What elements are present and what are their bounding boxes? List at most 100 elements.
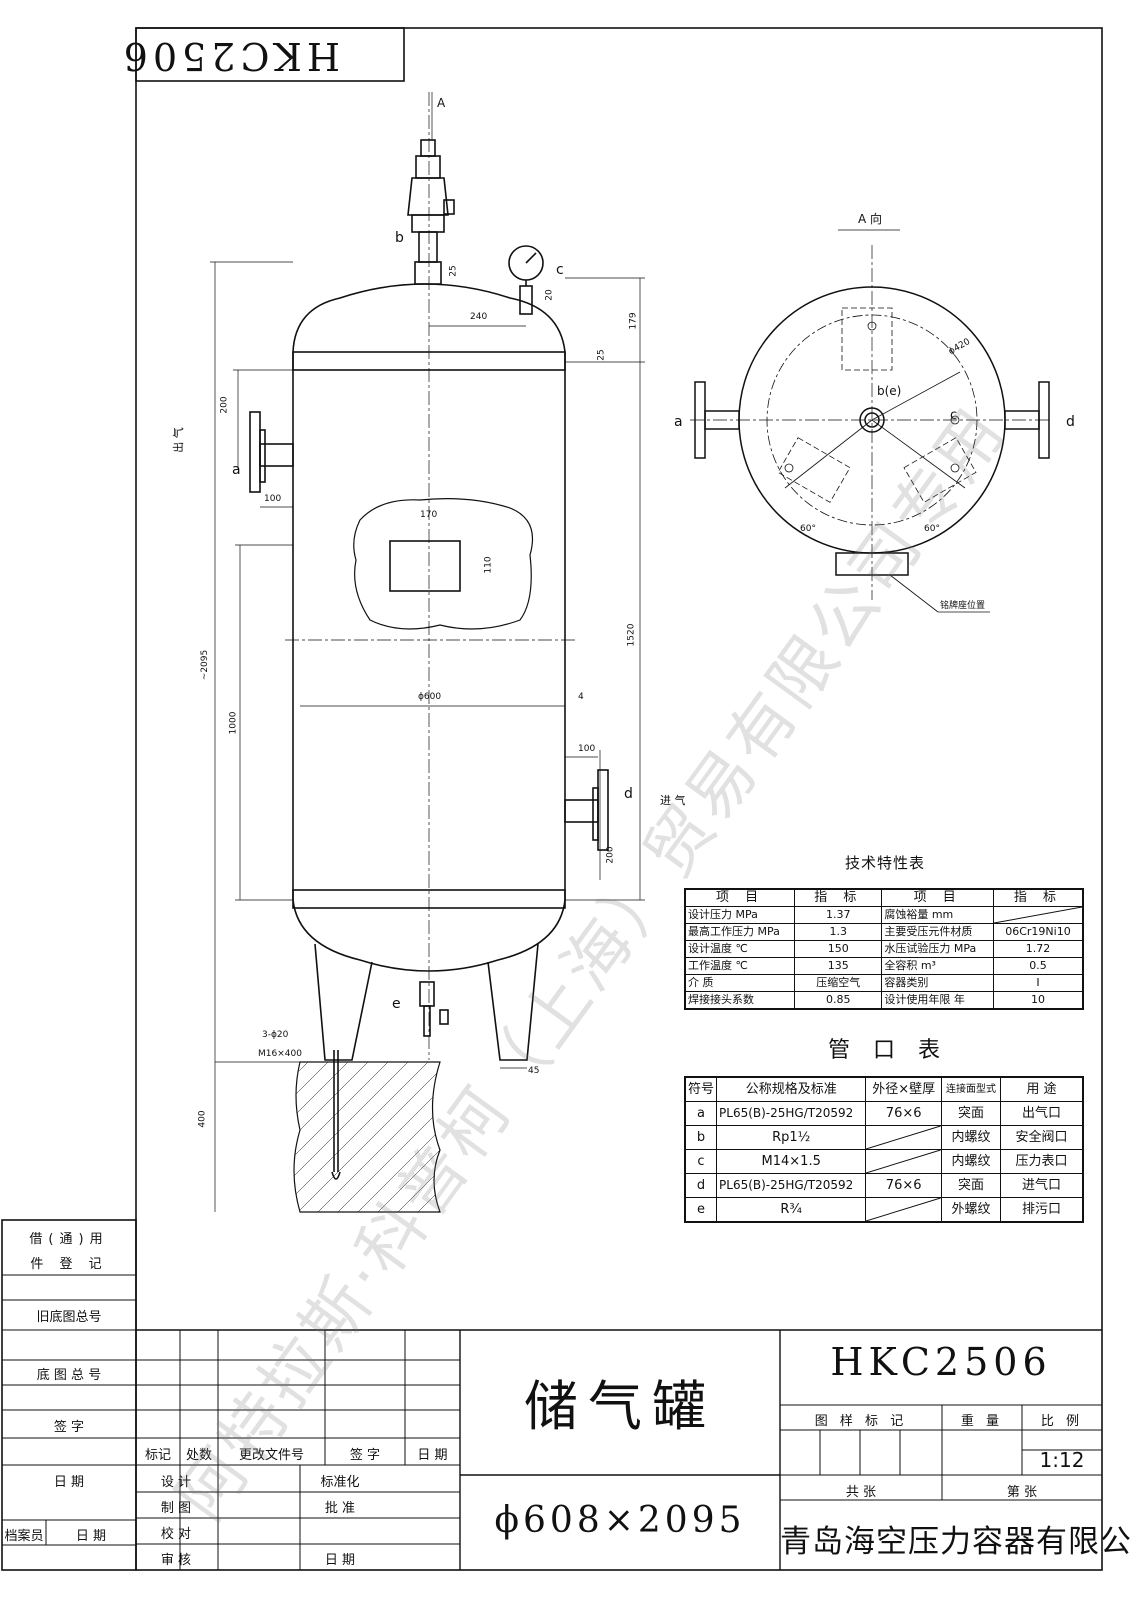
dim-25b: 25 [596,349,607,361]
table-row: 介 质 压缩空气 容器类别 I [684,974,1084,992]
table-row: 工作温度 ℃ 135 全容积 m³ 0.5 [684,957,1084,975]
pipe-cell: c [684,1149,718,1174]
pipe-cell: a [684,1101,718,1126]
tech-cell: 10 [992,991,1084,1010]
tb-approve: 批 准 [324,1501,356,1516]
register-archivist-date: 日 期 [75,1529,107,1544]
tb-date: 日 期 [324,1553,356,1568]
tech-cell: 150 [794,940,883,958]
dim-25a: 25 [448,265,459,277]
tb-total-sheets: 共 张 [845,1485,877,1500]
tech-cell: 腐蚀裕量 mm [881,906,994,924]
pipe-cell: PL65(B)-25HG/T20592 [716,1173,867,1198]
top-number-box [135,27,405,82]
anchor-spec-2: M16×400 [258,1049,302,1059]
pipe-cell: 安全阀口 [1000,1125,1084,1150]
tech-cell: 全容积 m³ [881,957,994,975]
view-a-label: A 向 [858,212,883,226]
register-archivist: 档案员 [4,1529,44,1544]
nozzle-d-letter: d [624,786,633,802]
nozzle-a-letter: a [232,462,241,478]
pipe-cell: 压力表口 [1000,1149,1084,1174]
pipe-table-header: 符号 公称规格及标准 外径×壁厚 连接面型式 用 途 [684,1076,1084,1102]
rev-col-doc: 更改文件号 [238,1448,304,1463]
outlet-label: 出 气 [171,427,185,453]
rev-col-date: 日 期 [417,1448,448,1463]
tech-header-value1: 指 标 [794,888,883,907]
inlet-label: 进 气 [660,794,686,807]
view-nozzle-a-letter: a [674,414,683,430]
tech-cell: 设计压力 MPa [684,906,796,924]
rev-col-sign: 签 字 [349,1448,381,1463]
table-row: a PL65(B)-25HG/T20592 76×6 突面 出气口 [684,1101,1084,1126]
dim-1000: 1000 [228,711,239,735]
pipe-cell-slash [865,1125,942,1150]
register-sign: 签 字 [53,1420,85,1435]
pipe-cell: d [684,1173,718,1198]
register-old-drawing-no: 旧底图总号 [36,1310,102,1325]
pipe-cell: e [684,1197,718,1223]
tech-cell: 1.3 [794,923,883,941]
tech-header-item1: 项 目 [684,888,796,907]
pipe-cell: 出气口 [1000,1101,1084,1126]
pipe-cell: 内螺纹 [940,1149,1002,1174]
tech-cell: 设计使用年限 年 [881,991,994,1010]
view-nozzle-be-letter: b(e) [877,384,902,398]
table-row: c M14×1.5 内螺纹 压力表口 [684,1149,1084,1174]
tech-cell: 主要受压元件材质 [881,923,994,941]
pipe-cell: 76×6 [865,1173,942,1198]
dim-angle-60-right: 60° [924,524,940,534]
pipe-header-symbol: 符号 [684,1076,718,1102]
pipe-cell: 进气口 [1000,1173,1084,1198]
nameplate-note: 铭牌座位置 [940,601,986,611]
register-date: 日 期 [53,1475,85,1490]
tech-table-title: 技术特性表 [845,854,926,872]
pipe-header-use: 用 途 [1000,1076,1084,1102]
tb-scale-label: 比 例 [1040,1414,1084,1429]
tech-cell: 水压试验压力 MPa [881,940,994,958]
table-row: 最高工作压力 MPa 1.3 主要受压元件材质 06Cr19Ni10 [684,923,1084,941]
pipe-cell: PL65(B)-25HG/T20592 [716,1101,867,1126]
tech-cell: 焊接接头系数 [684,991,796,1010]
register-borrow-label-2: 件 登 记 [30,1257,108,1272]
tech-cell: 最高工作压力 MPa [684,923,796,941]
tb-review: 审 核 [160,1553,192,1568]
pipe-cell: b [684,1125,718,1150]
dim-20: 20 [544,289,555,301]
pipe-cell-slash [865,1197,942,1223]
drawing-title: 储气罐 [524,1375,716,1438]
register-borrow-label: 借(通)用 [29,1232,109,1247]
tech-cell-slash [992,906,1084,924]
anchor-spec-1: 3-ϕ20 [262,1030,289,1040]
pipe-header-face: 连接面型式 [940,1076,1002,1102]
tech-cell: 工作温度 ℃ [684,957,796,975]
pipe-table: 符号 公称规格及标准 外径×壁厚 连接面型式 用 途 a PL65(B)-25H… [684,1076,1084,1223]
pipe-cell: 内螺纹 [940,1125,1002,1150]
dim-110: 110 [483,556,494,574]
tech-cell: 设计温度 ℃ [684,940,796,958]
dim-100b: 100 [578,744,596,754]
dim-angle-60-left: 60° [800,524,816,534]
register-drawing-no: 底 图 总 号 [36,1368,102,1383]
tb-scale-value: 1:12 [1039,1448,1085,1472]
tech-cell: 0.85 [794,991,883,1010]
table-row: 设计压力 MPa 1.37 腐蚀裕量 mm [684,906,1084,924]
pipe-cell: Rp1½ [716,1125,867,1150]
tech-cell: 135 [794,957,883,975]
pipe-cell: 排污口 [1000,1197,1084,1223]
pipe-cell: 外螺纹 [940,1197,1002,1223]
tech-header-value2: 指 标 [992,888,1084,907]
pipe-cell: 76×6 [865,1101,942,1126]
dim-100a: 100 [264,494,282,504]
tb-sheet-no: 第 张 [1006,1485,1038,1500]
nozzle-b-letter: b [395,230,404,246]
pipe-header-size: 外径×壁厚 [865,1076,942,1102]
pipe-table-title: 管 口 表 [828,1038,948,1063]
tech-table: 项 目 指 标 项 目 指 标 设计压力 MPa 1.37 腐蚀裕量 mm 最高… [684,888,1084,1010]
tb-draw: 制 图 [160,1501,192,1516]
dim-45: 45 [528,1066,540,1076]
tb-check: 校 对 [160,1527,192,1542]
tb-standard: 标准化 [320,1475,360,1490]
dim-total-height: ~2095 [200,649,211,681]
